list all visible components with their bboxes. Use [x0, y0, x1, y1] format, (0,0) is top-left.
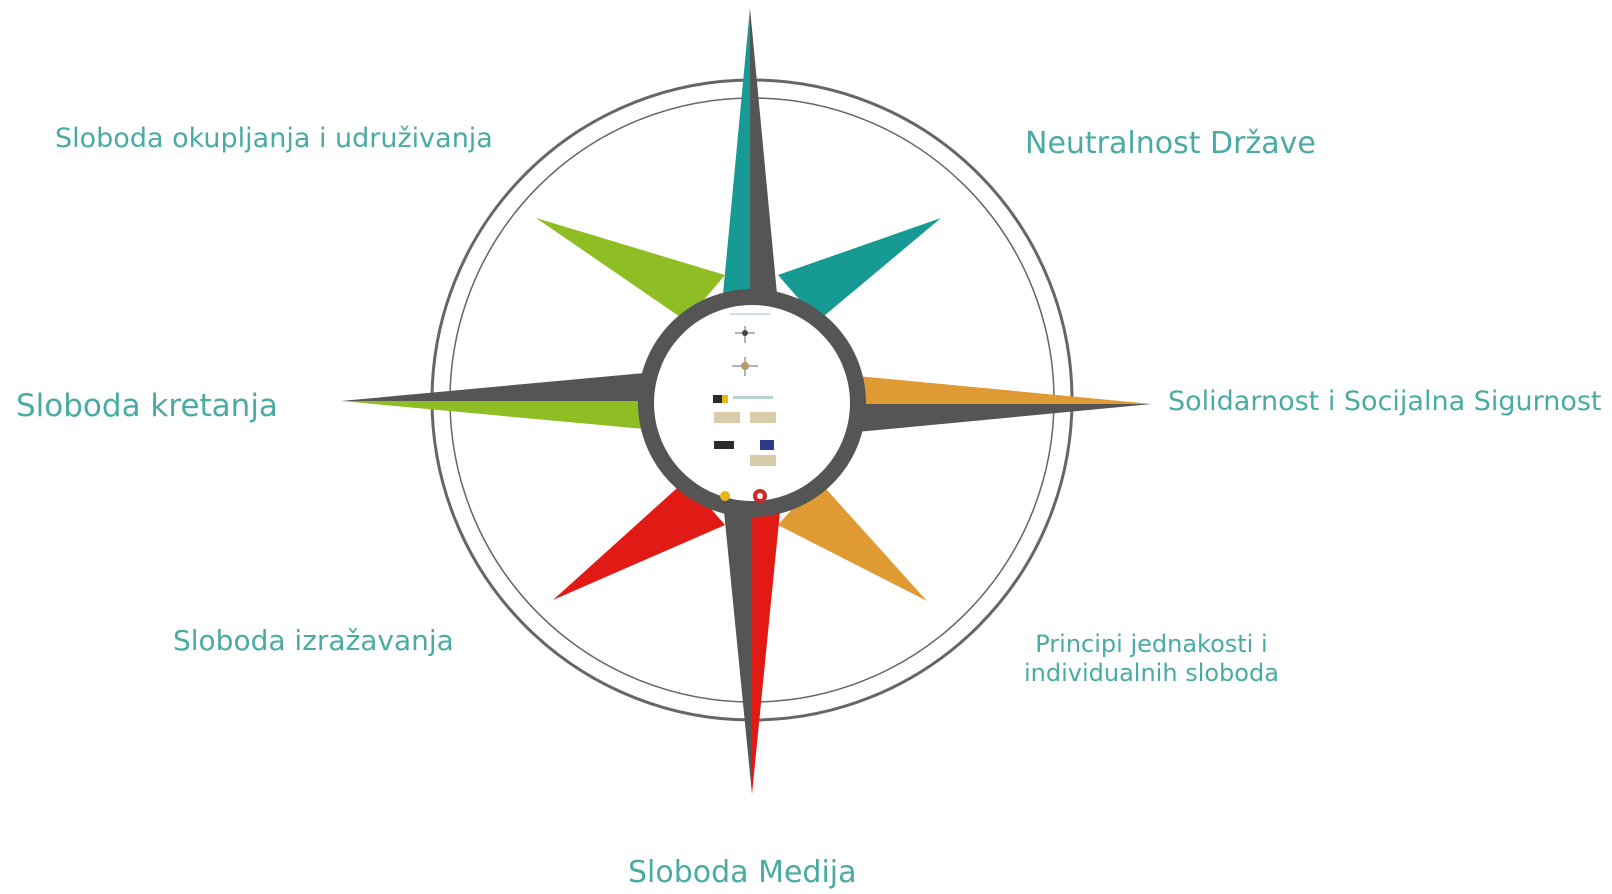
label-mediji: Sloboda Medija	[628, 855, 857, 890]
label-izrazavanje: Sloboda izražavanja	[173, 624, 454, 657]
label-principi: Principi jednakosti i individualnih slob…	[1024, 630, 1279, 688]
label-kretanje: Sloboda kretanja	[16, 388, 278, 424]
point-nw	[536, 218, 725, 321]
point-ne	[778, 218, 941, 321]
point-se	[778, 480, 927, 601]
center-thumbnails	[713, 313, 776, 503]
label-principi-line1: Principi jednakosti i	[1035, 630, 1268, 658]
point-sw	[553, 480, 725, 600]
label-solidarnost: Solidarnost i Socijalna Sigurnost	[1168, 386, 1602, 417]
label-principi-line2: individualnih sloboda	[1024, 658, 1279, 687]
label-okupljanje: Sloboda okupljanja i udruživanja	[55, 123, 493, 154]
center-disc	[654, 305, 850, 501]
label-neutralnost: Neutralnost Države	[1025, 126, 1316, 161]
